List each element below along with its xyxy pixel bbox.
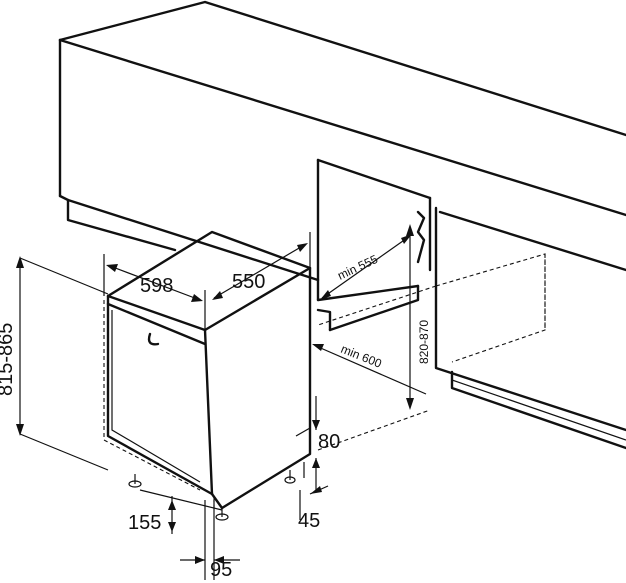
- dim-foot-label: 45: [298, 510, 320, 532]
- dim-niche-height-label: 820-870: [417, 320, 431, 364]
- countertop-cabinets: [58, 0, 626, 450]
- dim-width-label: 598: [140, 275, 173, 297]
- dim-recess-label: 95: [210, 559, 232, 581]
- dim-plinth-label: 155: [128, 512, 161, 534]
- dim-depth-label: 550: [232, 271, 265, 293]
- dim-height-label: 815-865: [0, 323, 17, 396]
- dishwasher-body: [103, 230, 312, 521]
- niche-outline: [317, 253, 546, 451]
- dim-gap-label: 80: [318, 431, 340, 453]
- dimension-lines: [16, 224, 427, 580]
- dim-niche-width-label: min 555: [335, 252, 380, 283]
- dim-niche-depth-label: min 600: [339, 342, 384, 371]
